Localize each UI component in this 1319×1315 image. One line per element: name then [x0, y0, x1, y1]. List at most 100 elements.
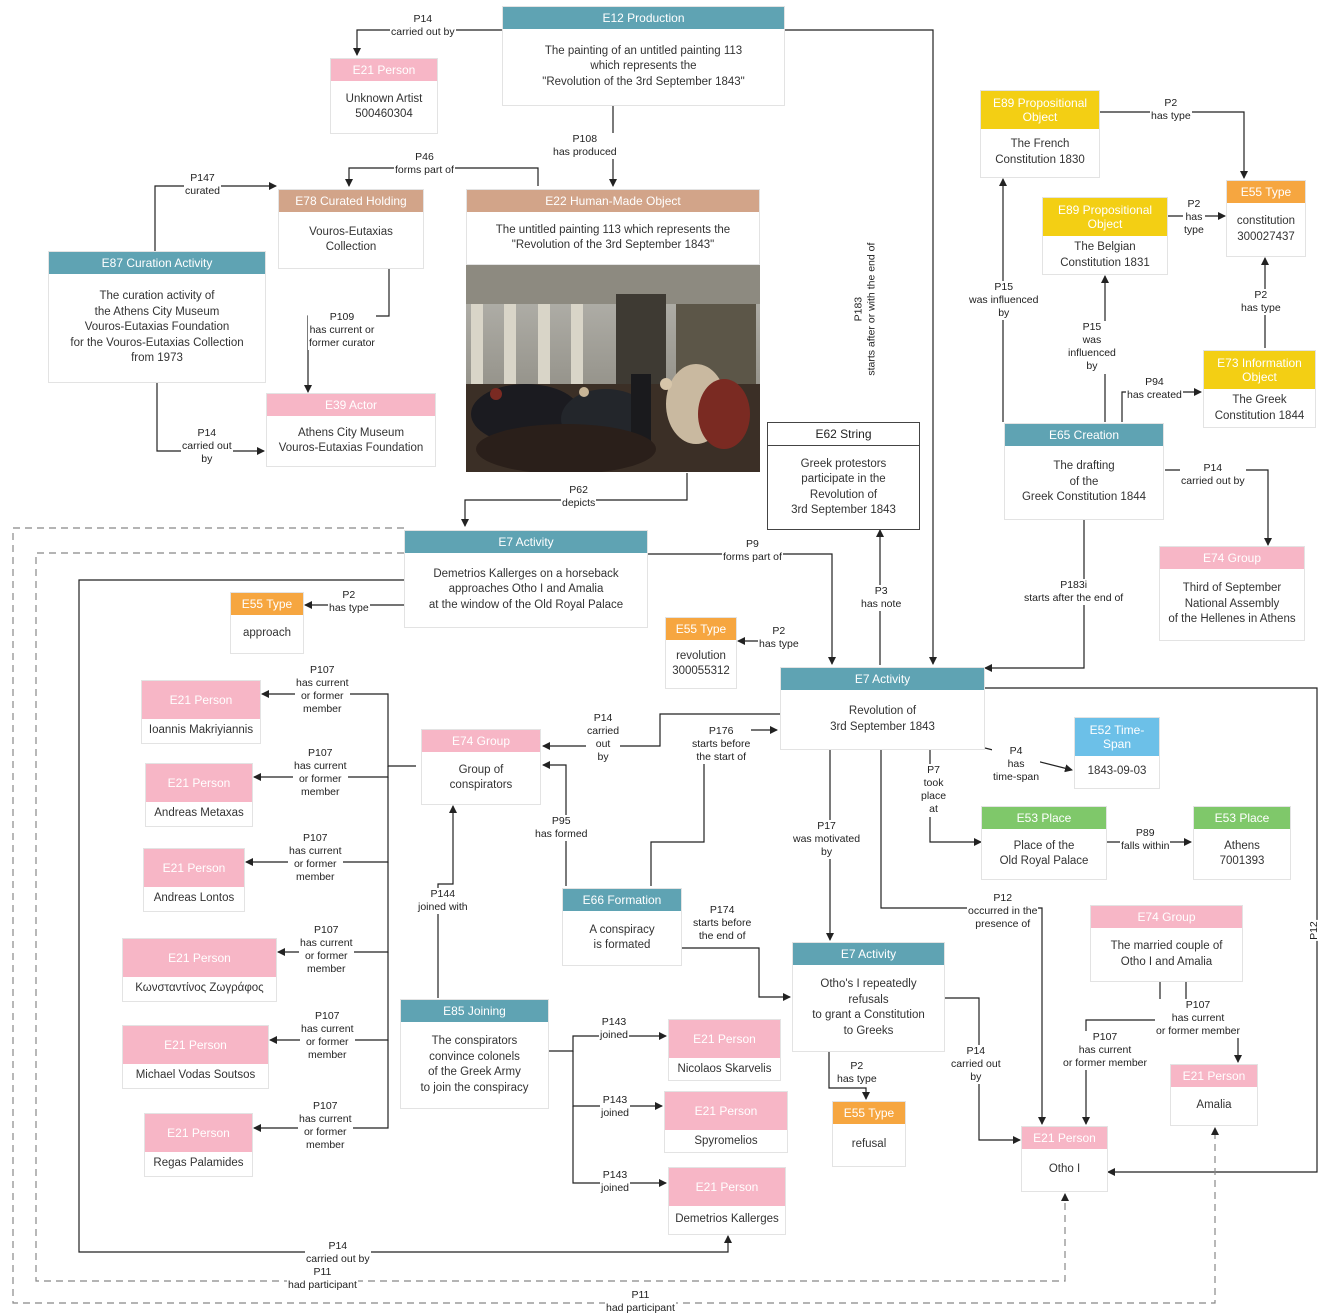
node-body: Greek protestors participate in the Revo… [791, 457, 896, 517]
node-body: Otho I [1048, 1163, 1081, 1176]
edge-label: P95 has formed [534, 815, 589, 842]
node-body: Spyromelios [694, 1135, 758, 1147]
node-header: E21 Person [1022, 1127, 1107, 1150]
node-body: refusal [851, 1138, 887, 1151]
edge-label: P9 forms part of [722, 538, 783, 565]
edge-label: P15 was influenced by [968, 281, 1040, 321]
edge-label: P176 starts before the start of [691, 725, 752, 765]
node-e89-belgian-constitution: E89 Propositional Object The Belgian Con… [1042, 197, 1168, 275]
edge-label: P14 carried out by [305, 1240, 371, 1267]
node-e65-creation: E65 Creation The drafting of the Greek C… [1004, 423, 1164, 520]
edge-p183 [785, 29, 937, 665]
node-e89-french-constitution: E89 Propositional Object The French Cons… [980, 90, 1100, 178]
node-body: Andreas Metaxas [154, 807, 244, 820]
edge-label: P2 has type [1240, 289, 1282, 316]
node-header: E52 Time- Span [1075, 718, 1159, 756]
node-e53-place-athens: E53 Place Athens 7001393 [1193, 806, 1291, 880]
node-e74-third-september-assembly: E74 Group Third of September National As… [1159, 546, 1305, 641]
node-body: The French Constitution 1830 [995, 138, 1085, 166]
node-header: E21 Person [331, 59, 437, 82]
node-e55-refusal: E55 Type refusal [832, 1101, 906, 1167]
node-header: E66 Formation [563, 889, 681, 912]
edge-label: P107 has current or former member [295, 664, 350, 717]
node-header: E74 Group [1091, 906, 1242, 929]
edge-label: P183i starts after the end of [1023, 579, 1125, 606]
edge-label: P2 has type [1150, 97, 1192, 124]
node-person-zografos: E21 Person Κωνσταντίνος Ζωγράφος [122, 938, 277, 1002]
edge-label: P11 had participant [605, 1289, 676, 1315]
node-body: The painting of an untitled painting 113… [542, 44, 745, 88]
node-header: E74 Group [422, 730, 540, 753]
node-body: The conspirators convince colonels of th… [420, 1035, 529, 1094]
node-e7-refusal-activity: E7 Activity Otho's I repeatedly refusals… [792, 942, 945, 1052]
edge-label: P107 has current or former member [298, 1100, 353, 1153]
node-e39-actor: E39 Actor Athens City Museum Vouros-Euta… [266, 393, 436, 467]
node-person-soutsos: E21 Person Michael Vodas Soutsos [122, 1025, 269, 1089]
node-e7-approach-activity: E7 Activity Demetrios Kallerges on a hor… [404, 530, 648, 628]
node-body: Group of conspirators [449, 763, 513, 792]
node-header: E55 Type [833, 1102, 905, 1125]
node-e78-curated-holding: E78 Curated Holding Vouros-Eutaxias Coll… [278, 189, 424, 269]
node-body: Place of the Old Royal Palace [999, 839, 1089, 868]
node-e55-revolution: E55 Type revolution 300055312 [665, 617, 737, 689]
edge-p144 [437, 805, 457, 998]
edge-label: P109 has current or former curator [308, 311, 376, 351]
edge-label: P147 curated [184, 172, 222, 199]
node-header: E73 Information Object [1204, 351, 1315, 389]
node-body: Athens City Museum Vouros-Eutaxias Found… [278, 426, 424, 455]
edge-label: P143 joined [599, 1016, 630, 1043]
node-header: E53 Place [982, 807, 1106, 830]
node-e53-place-old-royal-palace: E53 Place Place of the Old Royal Palace [981, 806, 1107, 880]
node-body: Athens 7001393 [1219, 839, 1265, 868]
edge-label: P3 has note [860, 585, 903, 612]
node-person-otho: E21 Person Otho I [1021, 1126, 1108, 1192]
node-e85-joining: E85 Joining The conspirators convince co… [400, 999, 549, 1109]
edge-label: P62 depicts [561, 484, 597, 511]
node-header: E7 Activity [405, 531, 647, 554]
edge-label: P46 forms part of [394, 151, 455, 178]
node-person-kallerges: E21 Person Demetrios Kallerges [668, 1167, 786, 1235]
node-body: Unknown Artist 500460304 [345, 92, 423, 121]
edge-p143-c [572, 1106, 667, 1187]
edge-label: P2 has type [758, 625, 800, 652]
edge-label: P107 has current or former member [1062, 1031, 1149, 1071]
node-header: E21 Person [669, 1020, 780, 1058]
node-body: Demetrios Kallerges [675, 1213, 779, 1226]
edge-p11-a [35, 552, 1069, 1282]
node-header: E87 Curation Activity [49, 252, 265, 275]
node-header: E62 String [768, 423, 919, 447]
node-header: E12 Production [503, 7, 784, 30]
node-e87-curation-activity: E87 Curation Activity The curation activ… [48, 251, 266, 383]
node-header: E21 Person [123, 939, 276, 977]
node-e52-time-span: E52 Time- Span 1843-09-03 [1074, 717, 1160, 789]
edge-p183i [984, 520, 1085, 672]
node-header: E78 Curated Holding [279, 190, 423, 213]
edge-label: P14 carried out by [390, 13, 456, 40]
node-header: E7 Activity [781, 668, 984, 691]
edge-label: P107 has current or former member [299, 924, 354, 977]
edge-p95 [542, 761, 567, 886]
node-body: The Greek Constitution 1844 [1214, 394, 1305, 422]
painting-image [466, 264, 760, 472]
edge-label: P89 falls within [1120, 827, 1171, 854]
node-body: The Belgian Constitution 1831 [1060, 241, 1150, 269]
node-body: The drafting of the Greek Constitution 1… [1021, 460, 1147, 504]
node-person-makriyannis: E21 Person Ioannis Makriyiannis [141, 680, 261, 744]
node-e22-human-made-object: E22 Human-Made Object The untitled paint… [466, 189, 760, 265]
node-body: The untitled painting 113 which represen… [495, 223, 731, 252]
edge-label: P12 occurred in the presence of [967, 892, 1039, 932]
edge-p2-french [1100, 111, 1248, 179]
edge-label: P15 was influenced by [1067, 321, 1117, 374]
node-header: E21 Person [665, 1092, 787, 1130]
edge-label: P94 has created [1126, 376, 1183, 403]
node-e21-unknown-artist: E21 Person Unknown Artist 500460304 [330, 58, 438, 134]
node-header: E89 Propositional Object [981, 91, 1099, 129]
node-e66-formation: E66 Formation A conspiracy is formated [562, 888, 682, 966]
node-body: 1843-09-03 [1087, 765, 1147, 778]
node-body: Vouros-Eutaxias Collection [309, 225, 393, 254]
node-body: Third of September National Assembly of … [1168, 582, 1296, 626]
node-e55-constitution: E55 Type constitution 300027437 [1226, 180, 1306, 257]
node-body: Regas Palamides [153, 1157, 244, 1170]
node-header: E55 Type [231, 593, 303, 616]
